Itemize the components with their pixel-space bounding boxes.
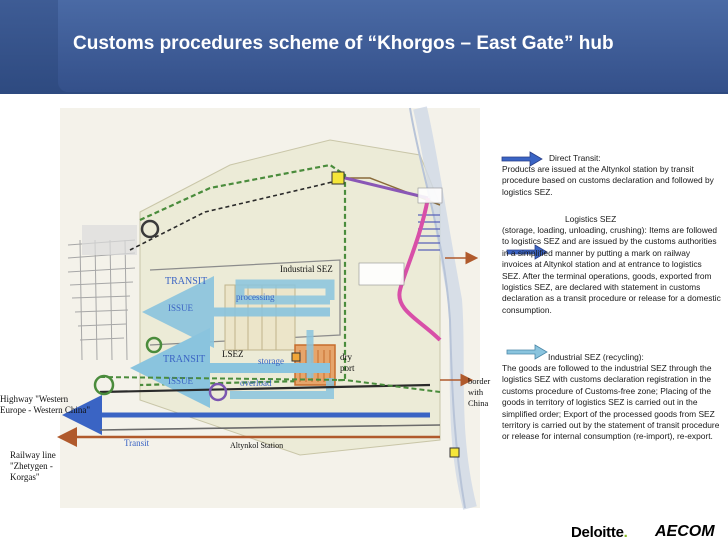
- header-band: [58, 0, 728, 92]
- scheme-map: TRANSIT ISSUE processing TRANSIT ISSUE s…: [0, 106, 548, 510]
- hub-circle-lsez: [208, 382, 228, 402]
- legend-direct-transit-head: Direct Transit:: [549, 153, 601, 163]
- legend-logistics-head: Logistics SEZ: [565, 214, 617, 224]
- label-highway-2: Europe - Western China": [0, 405, 90, 415]
- dry-port-marker: [291, 352, 301, 362]
- top-yellow-marker: [331, 171, 345, 185]
- label-highway-1: Highway "Western: [0, 394, 69, 404]
- railway-line: [99, 424, 441, 431]
- label-storage: storage: [258, 356, 284, 366]
- label-issue-1: ISSUE: [168, 303, 194, 313]
- legend-industrial-head: Industrial SEZ (recycling):: [548, 352, 644, 362]
- legend-arrow-direct-transit: [501, 151, 543, 167]
- label-railway-1: Railway line: [10, 450, 56, 460]
- label-border-2: with: [468, 387, 484, 397]
- legend-direct-transit-text: Products are issued at the Altynkol stat…: [502, 164, 714, 197]
- page-title: Customs procedures scheme of “Khorgos – …: [73, 33, 614, 54]
- label-border-1: border: [468, 376, 490, 386]
- china-terminal: [418, 214, 440, 251]
- label-overload: overload: [240, 378, 272, 388]
- deloitte-wordmark: Deloitte: [571, 524, 624, 541]
- label-railway-2: "Zhetygen -: [10, 461, 53, 471]
- legend-arrow-industrial: [506, 344, 548, 360]
- label-dry-port-2: port: [340, 363, 355, 373]
- zone-boundary-dark: [129, 179, 341, 251]
- label-lsez: LSEZ: [222, 349, 244, 359]
- label-transit-lower: Transit: [124, 438, 150, 448]
- legend-industrial-text: The goods are followed to the industrial…: [502, 363, 720, 442]
- river-band: [413, 106, 477, 510]
- town-block: [82, 225, 137, 255]
- green-boundary-bottom: [99, 376, 441, 393]
- label-altynkol: Altynkol Station: [230, 441, 283, 450]
- label-railway-3: Korgas": [10, 472, 40, 482]
- hub-circle-west-2: [93, 374, 115, 396]
- border-post-yellow: [449, 447, 460, 458]
- label-dry-port-1: dry: [340, 352, 352, 362]
- label-transit-1: TRANSIT: [165, 276, 207, 287]
- callout-box-2: [417, 187, 443, 204]
- hub-circle-north: [140, 219, 160, 239]
- legend-arrow-logistics: [506, 244, 548, 260]
- label-industrial-sez: Industrial SEZ: [280, 264, 333, 274]
- hub-circle-west-1: [145, 336, 163, 354]
- label-issue-2: ISSUE: [168, 376, 194, 386]
- label-border-3: China: [468, 398, 489, 408]
- legend-logistics-text: (storage, loading, unloading, crushing):…: [502, 225, 721, 315]
- processing-flow: [235, 279, 335, 305]
- northeast-road: [344, 176, 429, 200]
- storage-flow: [230, 378, 334, 399]
- deloitte-logo: Deloitte.: [571, 524, 628, 541]
- pink-route: [397, 197, 442, 342]
- label-processing: processing: [236, 292, 275, 302]
- aecom-logo: AECOM: [655, 523, 715, 540]
- callout-box-1: [358, 262, 405, 286]
- label-transit-2: TRANSIT: [163, 354, 205, 365]
- highway-dark-line: [99, 383, 431, 394]
- deloitte-dot: .: [623, 524, 628, 541]
